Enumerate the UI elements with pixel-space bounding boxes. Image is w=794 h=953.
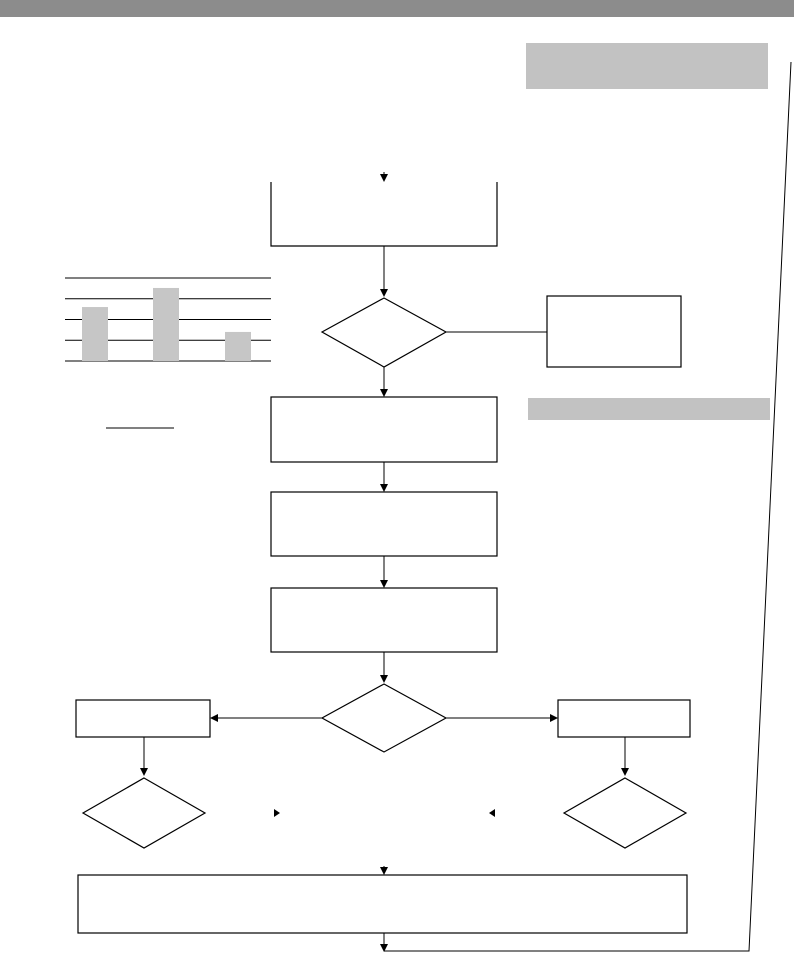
feedback-loop-line: [384, 61, 792, 952]
bottom-summary-box: [77, 874, 688, 934]
mini-chart-bar: [82, 307, 108, 361]
decision-diamond-2: [320, 683, 448, 753]
side-box-right: [546, 295, 682, 368]
small-arrowhead-right-pointing: [274, 809, 280, 817]
process-box-4: [270, 587, 498, 653]
branch-box-right: [557, 699, 691, 738]
process-box-2: [270, 396, 498, 463]
decision-diamond-1: [320, 297, 448, 368]
process-box-1: [270, 182, 498, 247]
branch-box-left: [75, 699, 211, 738]
mini-chart-bar: [225, 331, 251, 361]
mini-chart-bar: [153, 287, 179, 361]
decision-diamond-right: [562, 777, 688, 849]
mid-right-gray-panel: [528, 398, 770, 420]
mini-bar-chart: [65, 277, 271, 362]
process-box-3: [270, 491, 498, 557]
small-arrowhead-left-pointing: [489, 809, 495, 817]
header-bar: [0, 0, 794, 17]
top-right-gray-panel: [526, 43, 768, 89]
decision-diamond-left: [81, 777, 207, 849]
